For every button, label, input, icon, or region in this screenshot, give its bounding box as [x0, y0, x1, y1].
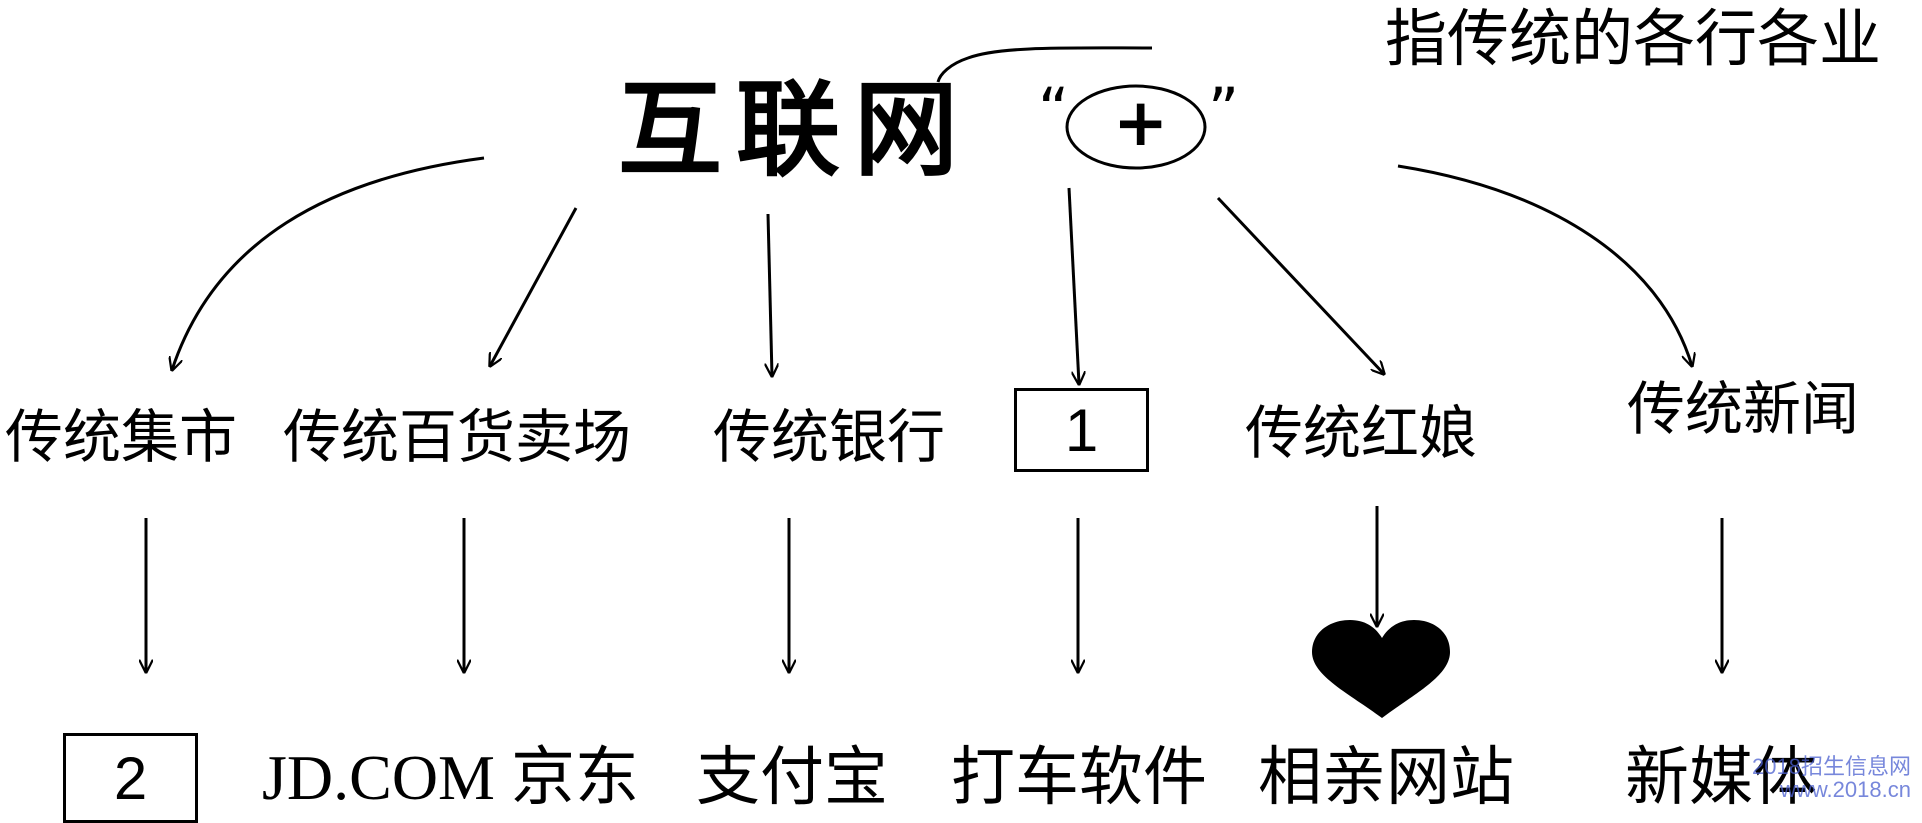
- watermark: 2018招生信息网 www.2018.cn: [1752, 755, 1911, 801]
- close-quote: ”: [1208, 75, 1240, 145]
- open-quote: “: [1038, 75, 1070, 145]
- plus-circle: [1065, 84, 1207, 170]
- arrow-to-traditional-news: [1397, 164, 1692, 366]
- traditional-matchmaker: 传统红娘: [1245, 399, 1478, 467]
- arrow-to-traditional-bank: [768, 213, 772, 376]
- watermark-line-2: www.2018.cn: [1780, 777, 1911, 803]
- traditional-department-store: 传统百货卖场: [283, 403, 632, 471]
- traditional-bank: 传统银行: [713, 403, 946, 471]
- result-dating-site: 相亲网站: [1258, 741, 1514, 815]
- blank-box-2: 2: [63, 733, 198, 823]
- traditional-news: 传统新闻: [1627, 375, 1860, 443]
- result-jd: JD.COM 京东: [262, 742, 639, 813]
- watermark-line-1: 2018招生信息网: [1752, 754, 1911, 779]
- result-alipay: 支付宝: [696, 741, 888, 815]
- arrow-to-traditional-matchmaker: [1216, 196, 1384, 374]
- blank-box-1: 1: [1014, 388, 1149, 472]
- plus-note: 指传统的各行各业: [1385, 2, 1882, 75]
- result-new-media: 新媒体: [1625, 741, 1817, 815]
- result-taxi-app: 打车软件: [951, 741, 1207, 815]
- plus-sign: +: [1113, 84, 1169, 161]
- traditional-market: 传统集市: [5, 403, 238, 471]
- arrow-to-blank-1: [1067, 187, 1079, 384]
- heart-icon: [1312, 620, 1450, 718]
- diagram-title: 互联网: [618, 69, 973, 191]
- arrow-to-traditional-department-store: [490, 207, 578, 366]
- arrow-to-traditional-market: [172, 156, 485, 370]
- plus-callout-line: [936, 46, 1153, 83]
